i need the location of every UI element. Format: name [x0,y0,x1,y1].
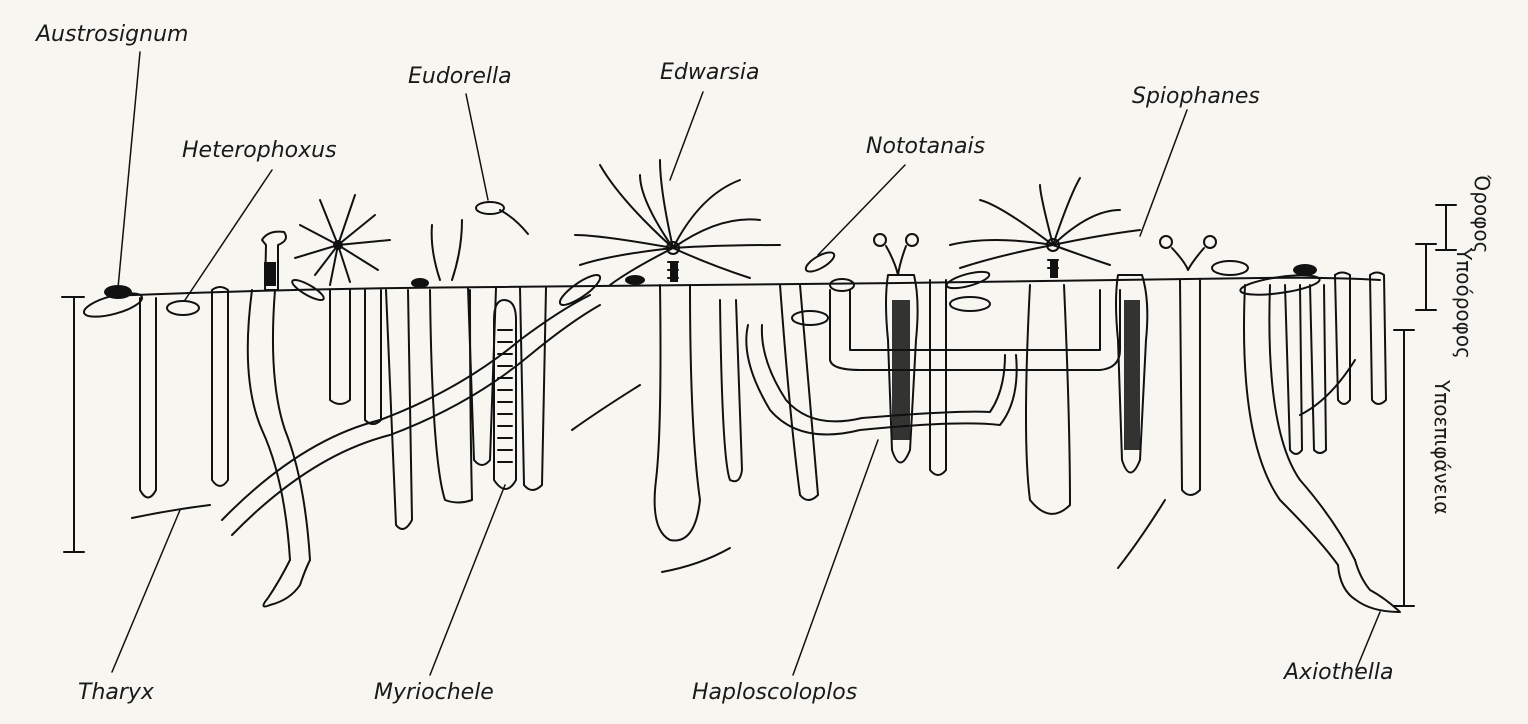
tharyx-worm-3 [662,548,730,572]
tharyx-worm-5 [1300,360,1355,415]
eudorella-stalk [432,220,462,280]
label-myriochele: Myriochele [374,682,494,704]
label-tharyx: Tharyx [78,682,154,704]
myriochele-segments [498,330,512,462]
tharyx-worm-4 [1118,500,1165,568]
bracket-ypoorofos [1416,244,1436,310]
anemone-right [950,178,1140,268]
axiothella-worm [1338,560,1400,612]
pod-left-tube [556,271,603,310]
axiothella-tube [1244,285,1355,565]
amphipod-burrow [792,311,828,325]
u-burrow-structures [830,279,1120,370]
crab-right [1212,261,1248,275]
sediment-surface-line [62,278,1380,297]
myriochele-tube [494,300,516,489]
label-ypoepifaneia: Υποεπιφάνεια [1432,380,1452,514]
label-eudorella: Eudorella [408,66,512,88]
pod-right-tube [945,269,991,292]
small-anemone-left [295,195,390,285]
label-nototanais: Nototanais [866,136,985,158]
label-orofos: Όροφος [1472,175,1492,253]
worm-tail-left [263,560,310,606]
tharyx-worm [132,505,210,518]
twisting-tube [248,290,310,560]
label-heterophoxus: Heterophoxus [182,140,337,162]
eudorella-body [476,202,504,214]
amphipod-right [950,297,990,311]
depth-bracket-left [64,297,84,552]
bracket-ypoepifaneia [1394,330,1414,606]
label-ypoorofos: Υποόροφος [1454,248,1474,359]
label-axiothella: Axiothella [1284,662,1393,684]
tharyx-worm-2 [572,385,640,430]
label-haploscoloplos: Haploscoloplos [692,682,857,704]
heterophoxus-body [167,301,199,315]
burrow-tubes [140,273,1386,541]
bracket-orofos [1436,205,1456,250]
label-edwarsia: Edwarsia [660,62,759,84]
label-spiophanes: Spiophanes [1132,86,1260,108]
label-austrosignum: Austrosignum [36,24,188,46]
